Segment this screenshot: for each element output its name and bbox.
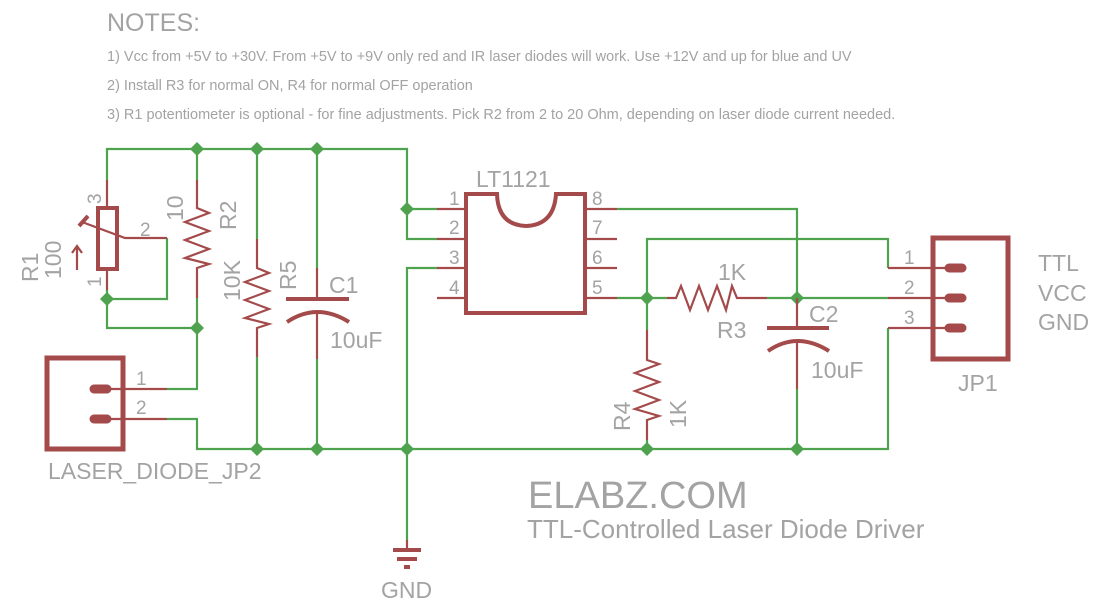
capacitor-c2: C2 10uF: [766, 298, 863, 389]
ic-body: [464, 192, 587, 315]
jp2-pin-contacts: [89, 384, 112, 424]
junction: [190, 142, 204, 156]
schematic-subtitle: TTL-Controlled Laser Diode Driver: [527, 514, 925, 544]
r5-name: R5: [275, 261, 301, 290]
note-line-1: 1) Vcc from +5V to +30V. From +5V to +9V…: [107, 49, 852, 65]
jp2-pin-leads: [100, 387, 167, 421]
jp1-signal-ttl: TTL: [1038, 250, 1079, 276]
jp2-pin-1: 1: [136, 369, 147, 390]
ground-symbol: GND: [381, 540, 432, 603]
junction: [400, 442, 414, 456]
title-block: ELABZ.COM TTL-Controlled Laser Diode Dri…: [527, 475, 925, 544]
r3-body: [667, 282, 767, 314]
ic-pin-8: 8: [592, 189, 603, 210]
wire-ttl: [645, 237, 890, 298]
ground-icon: [393, 548, 421, 569]
junction: [640, 291, 654, 305]
r4-name: R4: [609, 401, 635, 431]
ic-pin-6: 6: [592, 248, 603, 269]
r1-wiper: [81, 220, 167, 240]
r1-pin2-label: 2: [140, 220, 151, 241]
junction: [250, 142, 264, 156]
r1-pin3-label: 3: [85, 193, 106, 204]
c1-value: 10uF: [330, 327, 382, 353]
wire-r1-pin1: [105, 290, 197, 330]
resistor-r5: 10K R5: [219, 239, 301, 357]
ic-pin-2: 2: [449, 218, 460, 239]
ic-pin-4: 4: [449, 278, 460, 299]
ic-lt1121: LT1121 1 2 3 4 5 6 7 8: [437, 166, 617, 315]
r4-value: 1K: [665, 399, 691, 428]
junction: [250, 442, 264, 456]
connector-jp1: 1 2 3 TTL VCC GND JP1: [888, 235, 1089, 396]
wire-r1-wiper: [107, 238, 169, 301]
jp1-pin-leads: [888, 266, 950, 330]
jp2-name: LASER_DIODE_JP2: [48, 458, 261, 484]
r1-pin1-label: 1: [85, 276, 106, 287]
junction: [400, 202, 414, 216]
notes-title: NOTES:: [107, 9, 200, 37]
junction: [310, 142, 324, 156]
r2-body: [181, 180, 213, 298]
r5-body: [241, 239, 273, 357]
brand-title: ELABZ.COM: [528, 475, 748, 517]
r1-body: [96, 206, 119, 271]
ic-right-pins: [585, 207, 617, 300]
note-line-3: 3) R1 potentiometer is optional - for fi…: [107, 107, 895, 123]
jp1-signal-vcc: VCC: [1038, 280, 1087, 306]
r1-name: R1: [17, 253, 43, 282]
gnd-label: GND: [381, 577, 432, 603]
r1-value: 100: [40, 241, 66, 279]
wire-ic-pin8: [617, 207, 799, 298]
r2-value: 10: [162, 195, 188, 221]
ic-left-pins: [437, 207, 466, 300]
jp2-pin-2: 2: [136, 398, 147, 419]
wire-vcc-top: [105, 147, 437, 241]
connector-jp2: 1 2 LASER_DIODE_JP2: [44, 355, 261, 484]
junction: [190, 321, 204, 335]
jp1-pin-2: 2: [904, 278, 915, 299]
r2-name: R2: [215, 201, 241, 230]
potentiometer-r1: 3 2 1 R1 100: [17, 180, 167, 290]
ic-pin-3: 3: [449, 248, 460, 269]
resistor-r4: R4 1K: [609, 330, 691, 440]
jp1-pin-1: 1: [904, 248, 915, 269]
ic-pin-7: 7: [592, 218, 603, 239]
arrow-up-icon: [71, 244, 83, 270]
r3-value: 1K: [718, 259, 747, 285]
jp1-name: JP1: [958, 370, 998, 396]
wire-ic-pin3: [405, 266, 437, 540]
resistor-r3: 1K R3: [667, 259, 767, 343]
junction: [310, 442, 324, 456]
junction: [640, 442, 654, 456]
r4-body: [631, 330, 663, 440]
note-line-2: 2) Install R3 for normal ON, R4 for norm…: [107, 78, 473, 94]
jp1-pin-3: 3: [904, 308, 915, 329]
c2-curved-plate: [766, 339, 831, 353]
c2-value: 10uF: [811, 357, 863, 383]
jp1-signal-gnd: GND: [1038, 309, 1089, 335]
ic-name: LT1121: [476, 166, 551, 192]
junction: [790, 442, 804, 456]
junctions: [100, 142, 804, 456]
wire-r2-bottom: [167, 298, 199, 391]
resistor-r2: 10 R2: [162, 180, 241, 298]
jp2-body: [44, 355, 126, 452]
r3-name: R3: [717, 317, 746, 343]
r5-value: 10K: [219, 259, 245, 301]
junction: [100, 292, 114, 306]
r1-wiper-tip: [77, 214, 90, 228]
c1-name: C1: [329, 272, 358, 298]
ic-pin-5: 5: [592, 278, 603, 299]
capacitor-c1: C1 10uF: [285, 268, 382, 359]
wire-gnd-bus: [167, 328, 890, 451]
jp1-pin-contacts: [944, 263, 967, 333]
notes-block: NOTES: 1) Vcc from +5V to +30V. From +5V…: [107, 9, 895, 123]
ic-pin-1: 1: [449, 189, 460, 210]
c2-name: C2: [809, 301, 838, 327]
